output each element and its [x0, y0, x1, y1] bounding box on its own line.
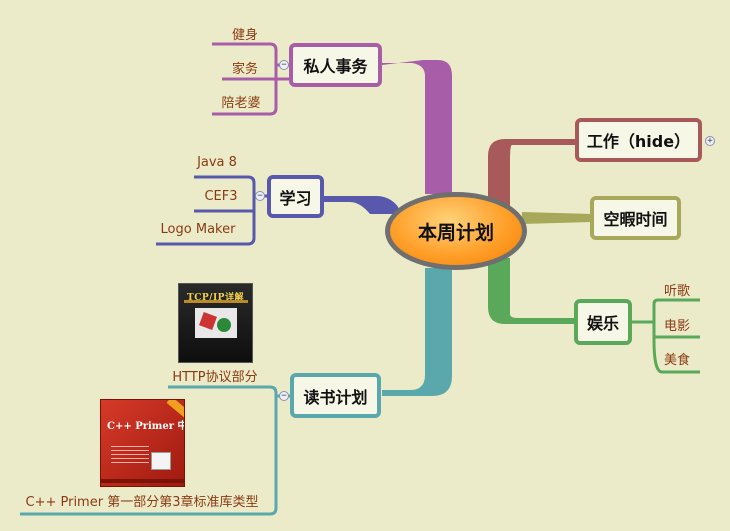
topic-reading-label: 读书计划	[303, 387, 368, 407]
topic-study[interactable]: 学习	[267, 175, 324, 218]
topic-personal-label: 私人事务	[303, 57, 368, 76]
tcpip-book-stripe	[184, 300, 248, 303]
cpp-primer-book-title: C++ Primer 中文版	[107, 421, 184, 432]
leaf-cef3[interactable]: CEF3	[204, 189, 238, 204]
leaf-housework[interactable]: 家务	[231, 62, 258, 77]
connector-fun	[488, 258, 576, 324]
tcpip-book-title: TCP/IP详解	[187, 293, 244, 303]
leaf-movies[interactable]: 电影	[663, 319, 690, 334]
topic-study-label: 学习	[279, 188, 312, 208]
collapse-personal-toggle[interactable]: −	[279, 60, 289, 70]
expand-work-toggle[interactable]: +	[705, 136, 715, 146]
connector-personal	[382, 60, 452, 194]
leaf-java8[interactable]: Java 8	[197, 155, 237, 170]
cpp-primer-text-lines	[111, 446, 149, 466]
leaf-http[interactable]: HTTP协议部分	[172, 370, 258, 385]
leaf-fitness[interactable]: 健身	[231, 28, 258, 43]
topic-reading[interactable]: 读书计划	[290, 373, 381, 418]
topic-fun-label: 娱乐	[586, 314, 619, 333]
connector-free	[522, 212, 592, 224]
topic-personal[interactable]: 私人事务	[289, 43, 382, 87]
central-topic[interactable]: 本周计划	[385, 192, 527, 270]
cpp-primer-art	[151, 452, 171, 470]
topic-work[interactable]: 工作（hide）	[575, 118, 702, 162]
connector-fun-leaves	[632, 298, 700, 374]
topic-work-label: 工作（hide）	[586, 132, 691, 151]
leaf-cpp-primer[interactable]: C++ Primer 第一部分第3章标准库类型	[25, 495, 259, 510]
connector-work	[488, 139, 576, 214]
topic-free-time[interactable]: 空暇时间	[590, 196, 681, 240]
cpp-primer-book-cover: C++ Primer 中文版	[100, 399, 185, 487]
leaf-music[interactable]: 听歌	[663, 284, 690, 299]
tcpip-book-art	[195, 308, 237, 338]
topic-fun[interactable]: 娱乐	[574, 299, 632, 345]
topic-free-time-label: 空暇时间	[603, 210, 668, 229]
cpp-primer-footer	[101, 479, 184, 483]
leaf-logo-maker[interactable]: Logo Maker	[160, 222, 236, 237]
connector-reading	[382, 268, 452, 396]
collapse-reading-toggle[interactable]: −	[279, 391, 289, 401]
central-topic-label: 本周计划	[417, 221, 494, 244]
collapse-study-toggle[interactable]: −	[255, 191, 265, 201]
connector-study	[322, 196, 400, 214]
leaf-wife[interactable]: 陪老婆	[221, 96, 261, 111]
leaf-food[interactable]: 美食	[663, 353, 690, 368]
tcpip-book-cover: TCP/IP详解	[178, 283, 253, 363]
